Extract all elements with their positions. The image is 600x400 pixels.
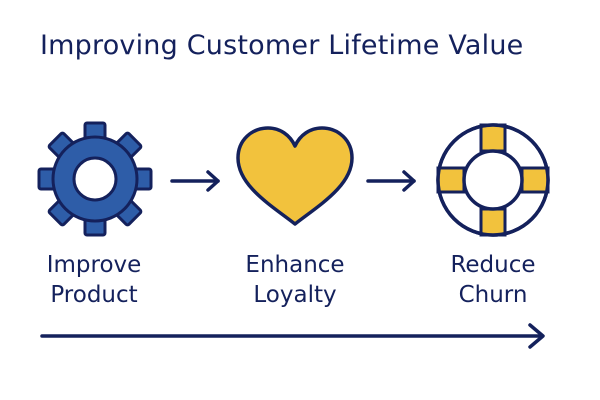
step-label-line: Loyalty: [253, 282, 337, 308]
step-label-enhance-loyalty: Enhance Loyalty: [205, 250, 385, 310]
diagram-title: Improving Customer Lifetime Value: [40, 30, 524, 61]
lifebuoy-icon: [436, 123, 550, 237]
timeline-arrow: [40, 323, 545, 349]
step-label-line: Product: [50, 282, 138, 308]
step-label-line: Improve: [46, 252, 142, 278]
heart-icon: [236, 126, 354, 226]
step-label-line: Churn: [458, 282, 528, 308]
gear-icon: [37, 121, 153, 237]
step-arrow-2: [366, 170, 416, 192]
step-label-reduce-churn: Reduce Churn: [403, 250, 583, 310]
step-label-improve-product: Improve Product: [4, 250, 184, 310]
step-label-line: Enhance: [245, 252, 345, 278]
step-arrow-1: [170, 170, 220, 192]
step-label-line: Reduce: [450, 252, 536, 278]
